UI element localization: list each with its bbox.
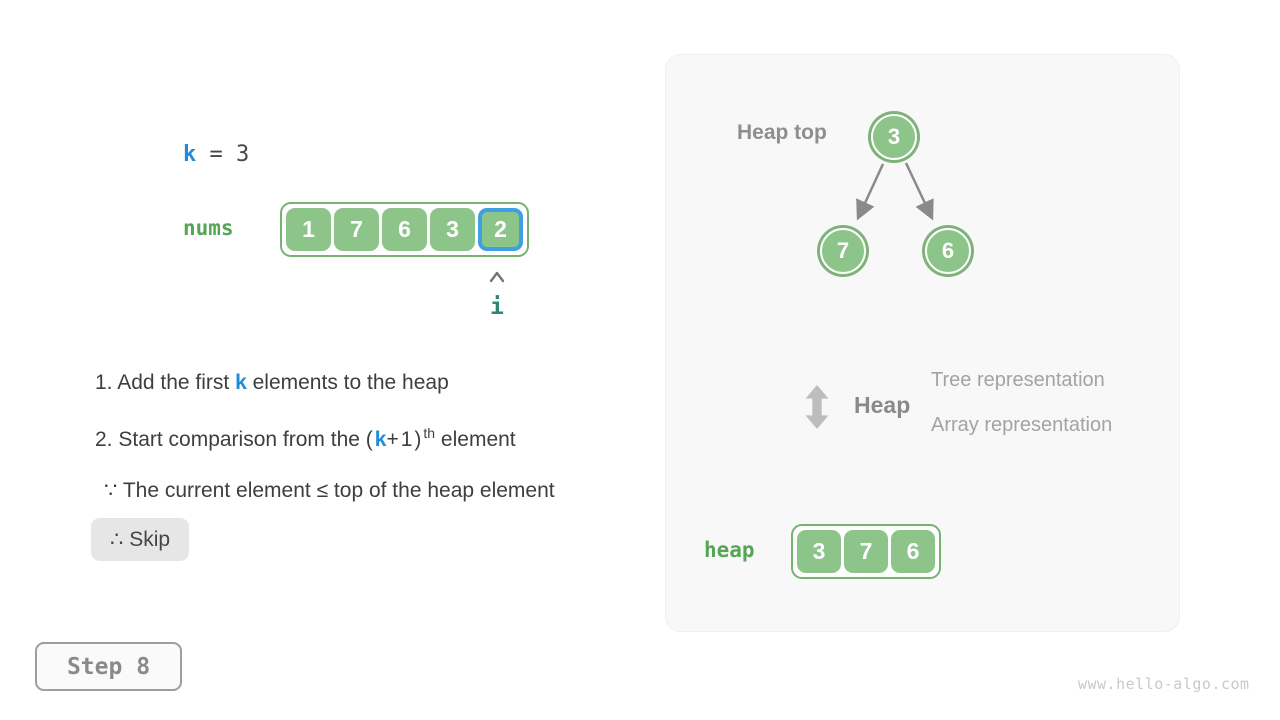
- tree-node-root: 3: [871, 114, 917, 160]
- nums-cell: 1: [286, 208, 331, 251]
- heap-cell: 7: [844, 530, 888, 573]
- line2-superscript: th: [423, 425, 436, 441]
- line2-mid: +1): [386, 428, 424, 451]
- nums-cell: 6: [382, 208, 427, 251]
- tree-node-left-child: 7: [820, 228, 866, 274]
- step-counter-badge: Step 8: [35, 642, 182, 691]
- line1-pre: 1. Add the first: [95, 371, 236, 394]
- k-equals-sign: =: [209, 142, 223, 167]
- nums-cell-current: 2: [478, 208, 523, 251]
- line1-k: k: [235, 371, 247, 394]
- instruction-line-1: 1. Add the first k elements to the heap: [95, 371, 449, 395]
- heap-top-label: Heap top: [737, 121, 827, 144]
- chevron-up-icon: [489, 271, 505, 283]
- line2-open-paren: (: [365, 428, 375, 451]
- line2-k: k: [374, 428, 387, 451]
- index-pointer-label: i: [490, 294, 504, 320]
- k-equals: [196, 142, 209, 167]
- heap-array: 3 7 6: [791, 524, 941, 579]
- k-space: [223, 142, 236, 167]
- line2-post: element: [435, 428, 516, 451]
- legend-array-representation: Array representation: [931, 414, 1113, 436]
- nums-array: 1 7 6 3 2: [280, 202, 529, 257]
- tree-edge-right: [904, 162, 934, 221]
- tree-edges: [856, 162, 934, 221]
- legend-heap-label: Heap: [854, 392, 911, 418]
- tree-node-right-child: 6: [925, 228, 971, 274]
- nums-cell: 3: [430, 208, 475, 251]
- tree-edge-left: [856, 163, 885, 221]
- heap-panel: Heap top 3 7 6 Heap Tree representation …: [665, 54, 1180, 632]
- instruction-line-2: 2. Start comparison from the (k+1)th ele…: [95, 425, 516, 452]
- because-line: ∵ The current element ≤ top of the heap …: [104, 479, 555, 502]
- therefore-skip-badge: ∴ Skip: [91, 518, 190, 561]
- k-value-line: k = 3: [183, 142, 249, 167]
- heap-cell: 6: [891, 530, 935, 573]
- heap-cell: 3: [797, 530, 841, 573]
- line1-post: elements to the heap: [246, 371, 449, 394]
- line2-pre: 2. Start comparison from the: [95, 428, 366, 451]
- nums-array-label: nums: [183, 216, 234, 240]
- site-watermark: www.hello-algo.com: [1078, 675, 1250, 693]
- nums-cell: 7: [334, 208, 379, 251]
- k-variable: k: [183, 142, 197, 167]
- heap-array-label: heap: [704, 538, 755, 562]
- up-down-arrow-icon: [805, 385, 829, 429]
- k-number: 3: [236, 142, 250, 167]
- legend-tree-representation: Tree representation: [931, 369, 1105, 391]
